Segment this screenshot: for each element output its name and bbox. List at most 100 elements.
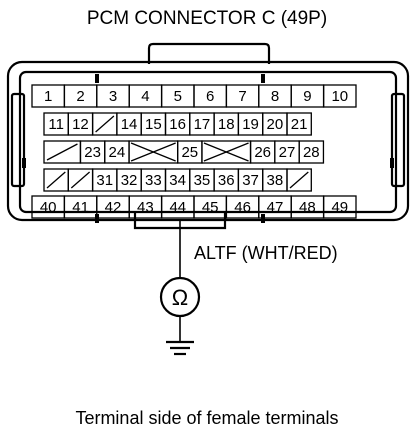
ohm-symbol: Ω (172, 285, 188, 310)
pin-label: 41 (72, 199, 89, 216)
pin-cell: 31 (91, 168, 118, 192)
pin-cell-border (322, 84, 357, 108)
pin-label: 19 (242, 116, 259, 133)
pin-cell: 14 (116, 112, 142, 136)
empty-pin-slash (95, 115, 115, 133)
pin-label: 11 (48, 116, 64, 133)
pin-label: 6 (206, 88, 214, 105)
pin-label-probed: 44 (169, 199, 186, 216)
pin-cell: 44 (160, 195, 195, 219)
pin-cell: 4 (128, 84, 163, 108)
pin-label: 26 (254, 144, 271, 161)
blocked-cross-b (203, 142, 249, 162)
pin-cell: 36 (213, 168, 240, 192)
pin-label: 3 (109, 88, 117, 105)
pin-cell: 3 (96, 84, 130, 108)
pin-cell-border (286, 112, 312, 136)
key-top-left (95, 74, 99, 83)
empty-pin-slash (46, 143, 78, 161)
pin-cell: 8 (258, 84, 292, 108)
pin-cell: 48 (290, 195, 325, 219)
key-top-right (261, 74, 265, 83)
pin-cell: 26 (249, 140, 276, 164)
pin-label: 47 (267, 199, 284, 216)
pin-label: 7 (238, 88, 246, 105)
empty-pin-slash (70, 171, 91, 189)
pin-cell (43, 140, 82, 164)
pin-label: 14 (121, 116, 138, 133)
diagram-title: PCM CONNECTOR C (49P) (87, 8, 327, 29)
pin-cell: 35 (189, 168, 215, 192)
pin-label: 32 (121, 172, 138, 189)
pin-label: 35 (194, 172, 211, 189)
pin-label: 8 (271, 88, 279, 105)
pin-cell: 42 (96, 195, 130, 219)
pin-cell: 9 (290, 84, 325, 108)
housing-inner (18, 70, 398, 214)
diagram-caption: Terminal side of female terminals (75, 408, 338, 428)
pin-cell: 25 (176, 140, 203, 164)
pin-label: 12 (72, 116, 89, 133)
pin-cell: 33 (140, 168, 167, 192)
pin-label: 38 (267, 172, 284, 189)
pin-label: 20 (267, 116, 284, 133)
pin-cell: 11 (43, 112, 69, 136)
pin-label: 17 (194, 116, 211, 133)
pin-cell: 27 (274, 140, 300, 164)
pin-cell: 5 (160, 84, 195, 108)
pin-cell (91, 112, 118, 136)
pin-cell: 28 (298, 140, 325, 164)
lock-notch-right (390, 158, 394, 168)
latch-tab (147, 42, 271, 64)
pin-cell: 19 (237, 112, 264, 136)
pin-cell: 12 (67, 112, 94, 136)
pin-label: 15 (145, 116, 162, 133)
pin-cell (201, 140, 252, 164)
pin-label: 36 (218, 172, 235, 189)
pin-label: 33 (145, 172, 162, 189)
pin-label: 49 (331, 199, 348, 216)
pin-cell: 40 (31, 195, 66, 219)
pin-label: 34 (169, 172, 186, 189)
pin-cell: 46 (225, 195, 260, 219)
blocked-cross-b (130, 142, 176, 162)
pin-label: 21 (291, 116, 308, 133)
pin-cell: 34 (164, 168, 191, 192)
pin-cell: 18 (213, 112, 240, 136)
pin-cell: 45 (193, 195, 228, 219)
pin-label: 25 (181, 144, 198, 161)
pin-label: 27 (279, 144, 296, 161)
lock-arm-left (10, 92, 26, 188)
pin-cell: 2 (63, 84, 98, 108)
pin-cell-border (286, 168, 312, 192)
pin-label: 42 (105, 199, 122, 216)
pin-label: 5 (174, 88, 182, 105)
pin-cell: 6 (193, 84, 228, 108)
pin-cell: 10 (322, 84, 357, 108)
pin-label: 16 (169, 116, 186, 133)
pin-cell: 20 (262, 112, 288, 136)
pin-label: 10 (331, 88, 348, 105)
probe-label: ALTF (WHT/RED) (194, 243, 338, 263)
empty-pin-slash (46, 171, 66, 189)
pin-label: 4 (141, 88, 149, 105)
pin-cell: 16 (164, 112, 191, 136)
pin-cell: 15 (140, 112, 167, 136)
connector-housing (6, 42, 410, 230)
pin-cell: 17 (189, 112, 215, 136)
empty-pin-slash (289, 171, 309, 189)
ground-icon (166, 316, 194, 356)
pin-cell: 21 (286, 112, 312, 136)
pin-label: 9 (303, 88, 311, 105)
pin-label: 18 (218, 116, 235, 133)
pin-label: 48 (299, 199, 316, 216)
lock-arm-right (390, 92, 406, 188)
pin-cell: 1 (31, 84, 66, 108)
ohmmeter-icon: Ω (159, 276, 201, 318)
pin-label: 2 (76, 88, 84, 105)
pin-label: 45 (202, 199, 219, 216)
pin-cell: 32 (116, 168, 142, 192)
pin-label: 24 (109, 144, 126, 161)
